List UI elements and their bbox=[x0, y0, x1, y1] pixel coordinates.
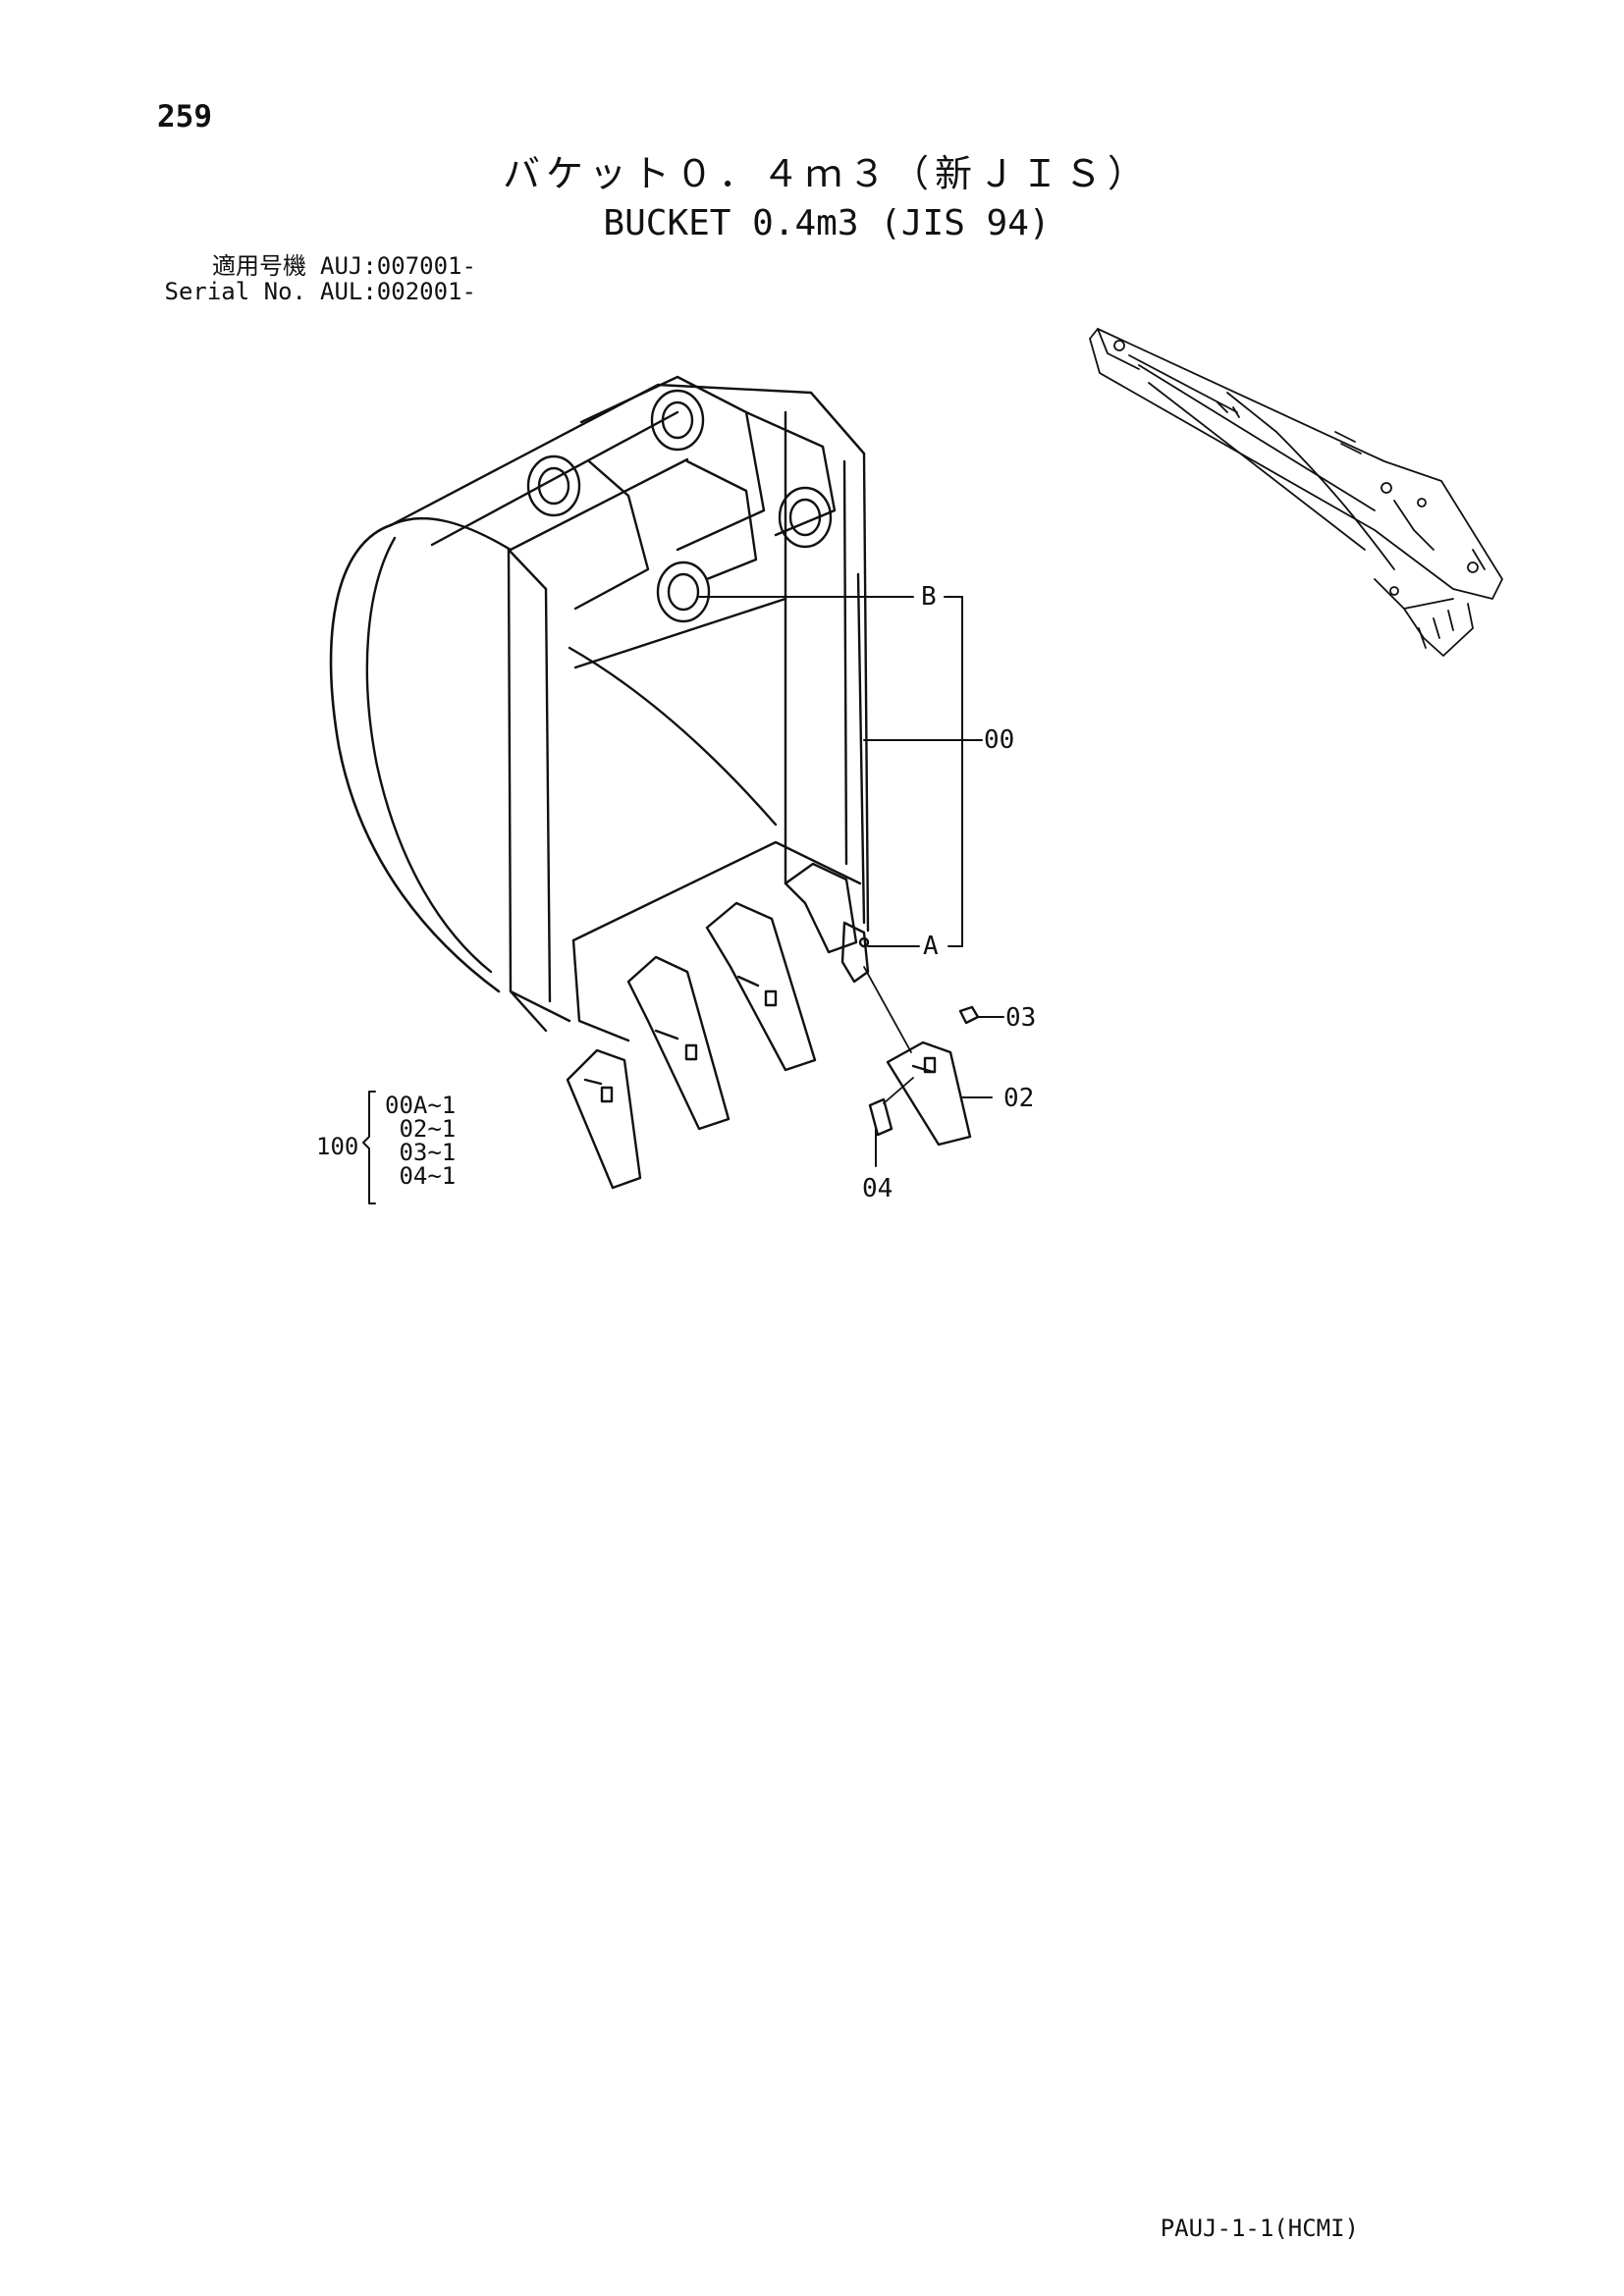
kit-item-list: 00A~1 02~1 03~1 04~1 bbox=[385, 1094, 456, 1188]
serial-row-jp: 適用号機 AUJ:007001- bbox=[157, 253, 476, 279]
footer-document-code: PAUJ-1-1(HCMI) bbox=[1160, 2215, 1359, 2242]
callout-a: A bbox=[923, 932, 939, 961]
callout-leaders bbox=[698, 596, 1004, 1167]
callout-04: 04 bbox=[862, 1174, 893, 1203]
callout-02: 02 bbox=[1003, 1084, 1035, 1113]
bucket-teeth bbox=[566, 862, 858, 1190]
serial-applicability: 適用号機 AUJ:007001- Serial No. AUL:002001- bbox=[157, 253, 476, 304]
tooth-pin-03 bbox=[958, 1005, 980, 1025]
serial-label: Serial No. bbox=[164, 278, 307, 305]
callout-03: 03 bbox=[1005, 1003, 1037, 1033]
serial-row-en: Serial No. AUL:002001- bbox=[157, 279, 476, 304]
serial-label: 適用号機 bbox=[212, 252, 306, 280]
page-title-english: BUCKET 0.4m3 (JIS 94) bbox=[603, 203, 1051, 243]
tooth-lock-04 bbox=[868, 1097, 893, 1137]
page-title-japanese: バケット０．４ｍ３（新ＪＩＳ） bbox=[502, 152, 1151, 195]
serial-value: AUL:002001- bbox=[320, 278, 476, 305]
kit-number: 100 bbox=[316, 1133, 359, 1160]
kit-item: 02~1 bbox=[385, 1115, 457, 1143]
tooth-point-02 bbox=[886, 1041, 972, 1147]
point-a-marker bbox=[858, 936, 870, 948]
kit-item: 00A~1 bbox=[385, 1092, 457, 1119]
excavator-arm-thumbnail bbox=[1089, 328, 1503, 657]
bucket-illustration bbox=[329, 375, 870, 1190]
exploded-tooth-parts bbox=[863, 966, 980, 1147]
kit-item: 03~1 bbox=[385, 1139, 457, 1166]
kit-item: 04~1 bbox=[385, 1162, 457, 1190]
kit-bracket bbox=[362, 1091, 376, 1204]
callout-00: 00 bbox=[984, 725, 1015, 755]
page-number: 259 bbox=[157, 99, 212, 134]
callout-b: B bbox=[921, 582, 937, 612]
serial-value: AUJ:007001- bbox=[320, 252, 476, 280]
